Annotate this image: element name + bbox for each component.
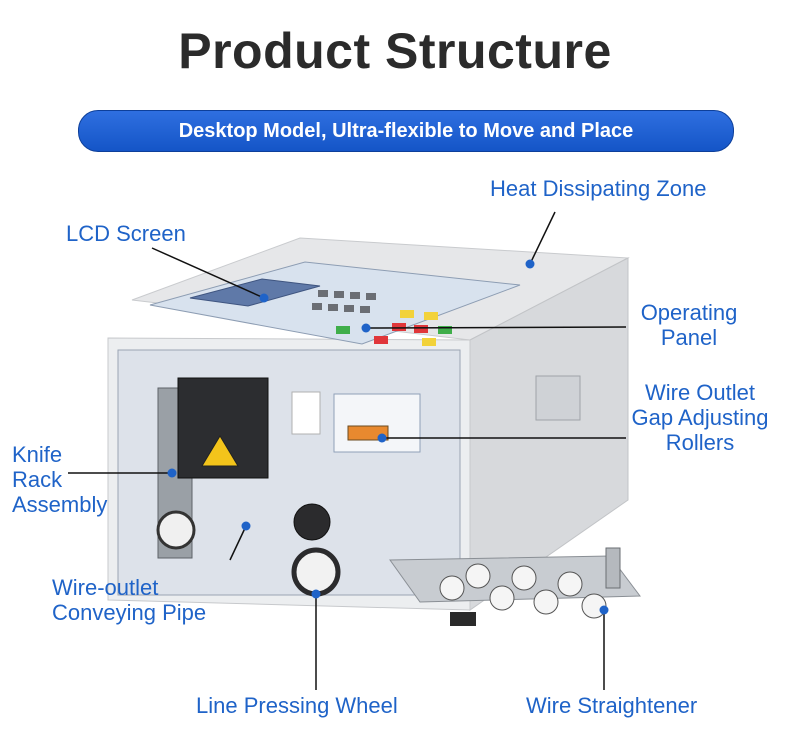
label-outlet-line3: Rollers [665,430,735,455]
label-wire-straightener: Wire Straightener [526,693,698,718]
straightener-rollers [439,563,607,619]
label-pipe-line2: Conveying Pipe [52,600,207,625]
label-operating-panel: Operating Panel [626,300,752,350]
label-line-pressing-wheel: Line Pressing Wheel [196,693,398,718]
straightener-post [605,547,621,589]
info-plate [333,393,421,453]
leader-lines [68,211,627,690]
label-operating-line2: Panel [660,325,718,350]
label-operating-line1: Operating [640,300,738,325]
label-wire-outlet: Wire Outlet Gap Adjusting Rollers [614,380,786,455]
label-lcd-screen: LCD Screen [66,221,186,246]
label-outlet-line1: Wire Outlet [644,380,756,405]
keypad [312,290,452,346]
label-knife-rack: Knife Rack Assembly [12,442,107,517]
control-panel [149,261,521,345]
feet [450,612,476,626]
pressing-wheel [291,547,341,597]
leader-dots [167,259,609,615]
label-outlet-line2: Gap Adjusting [631,405,769,430]
warning-sticker [291,391,321,435]
label-pipe-line1: Wire-outlet [52,575,159,600]
left-roller [156,510,196,550]
knob [293,503,331,541]
label-knife-line1: Knife [12,442,63,467]
subtitle-banner: Desktop Model, Ultra-flexible to Move an… [78,110,734,152]
side-vent [535,375,581,421]
page-title: Product Structure [178,23,612,79]
lcd-screen [189,278,321,307]
label-heat-dissipating-zone: Heat Dissipating Zone [490,176,707,201]
label-knife-line3: Assembly [12,492,108,517]
label-knife-line2: Rack [12,467,63,492]
label-conveying-pipe: Wire-outlet Conveying Pipe [52,575,206,625]
warning-triangle [201,435,239,467]
